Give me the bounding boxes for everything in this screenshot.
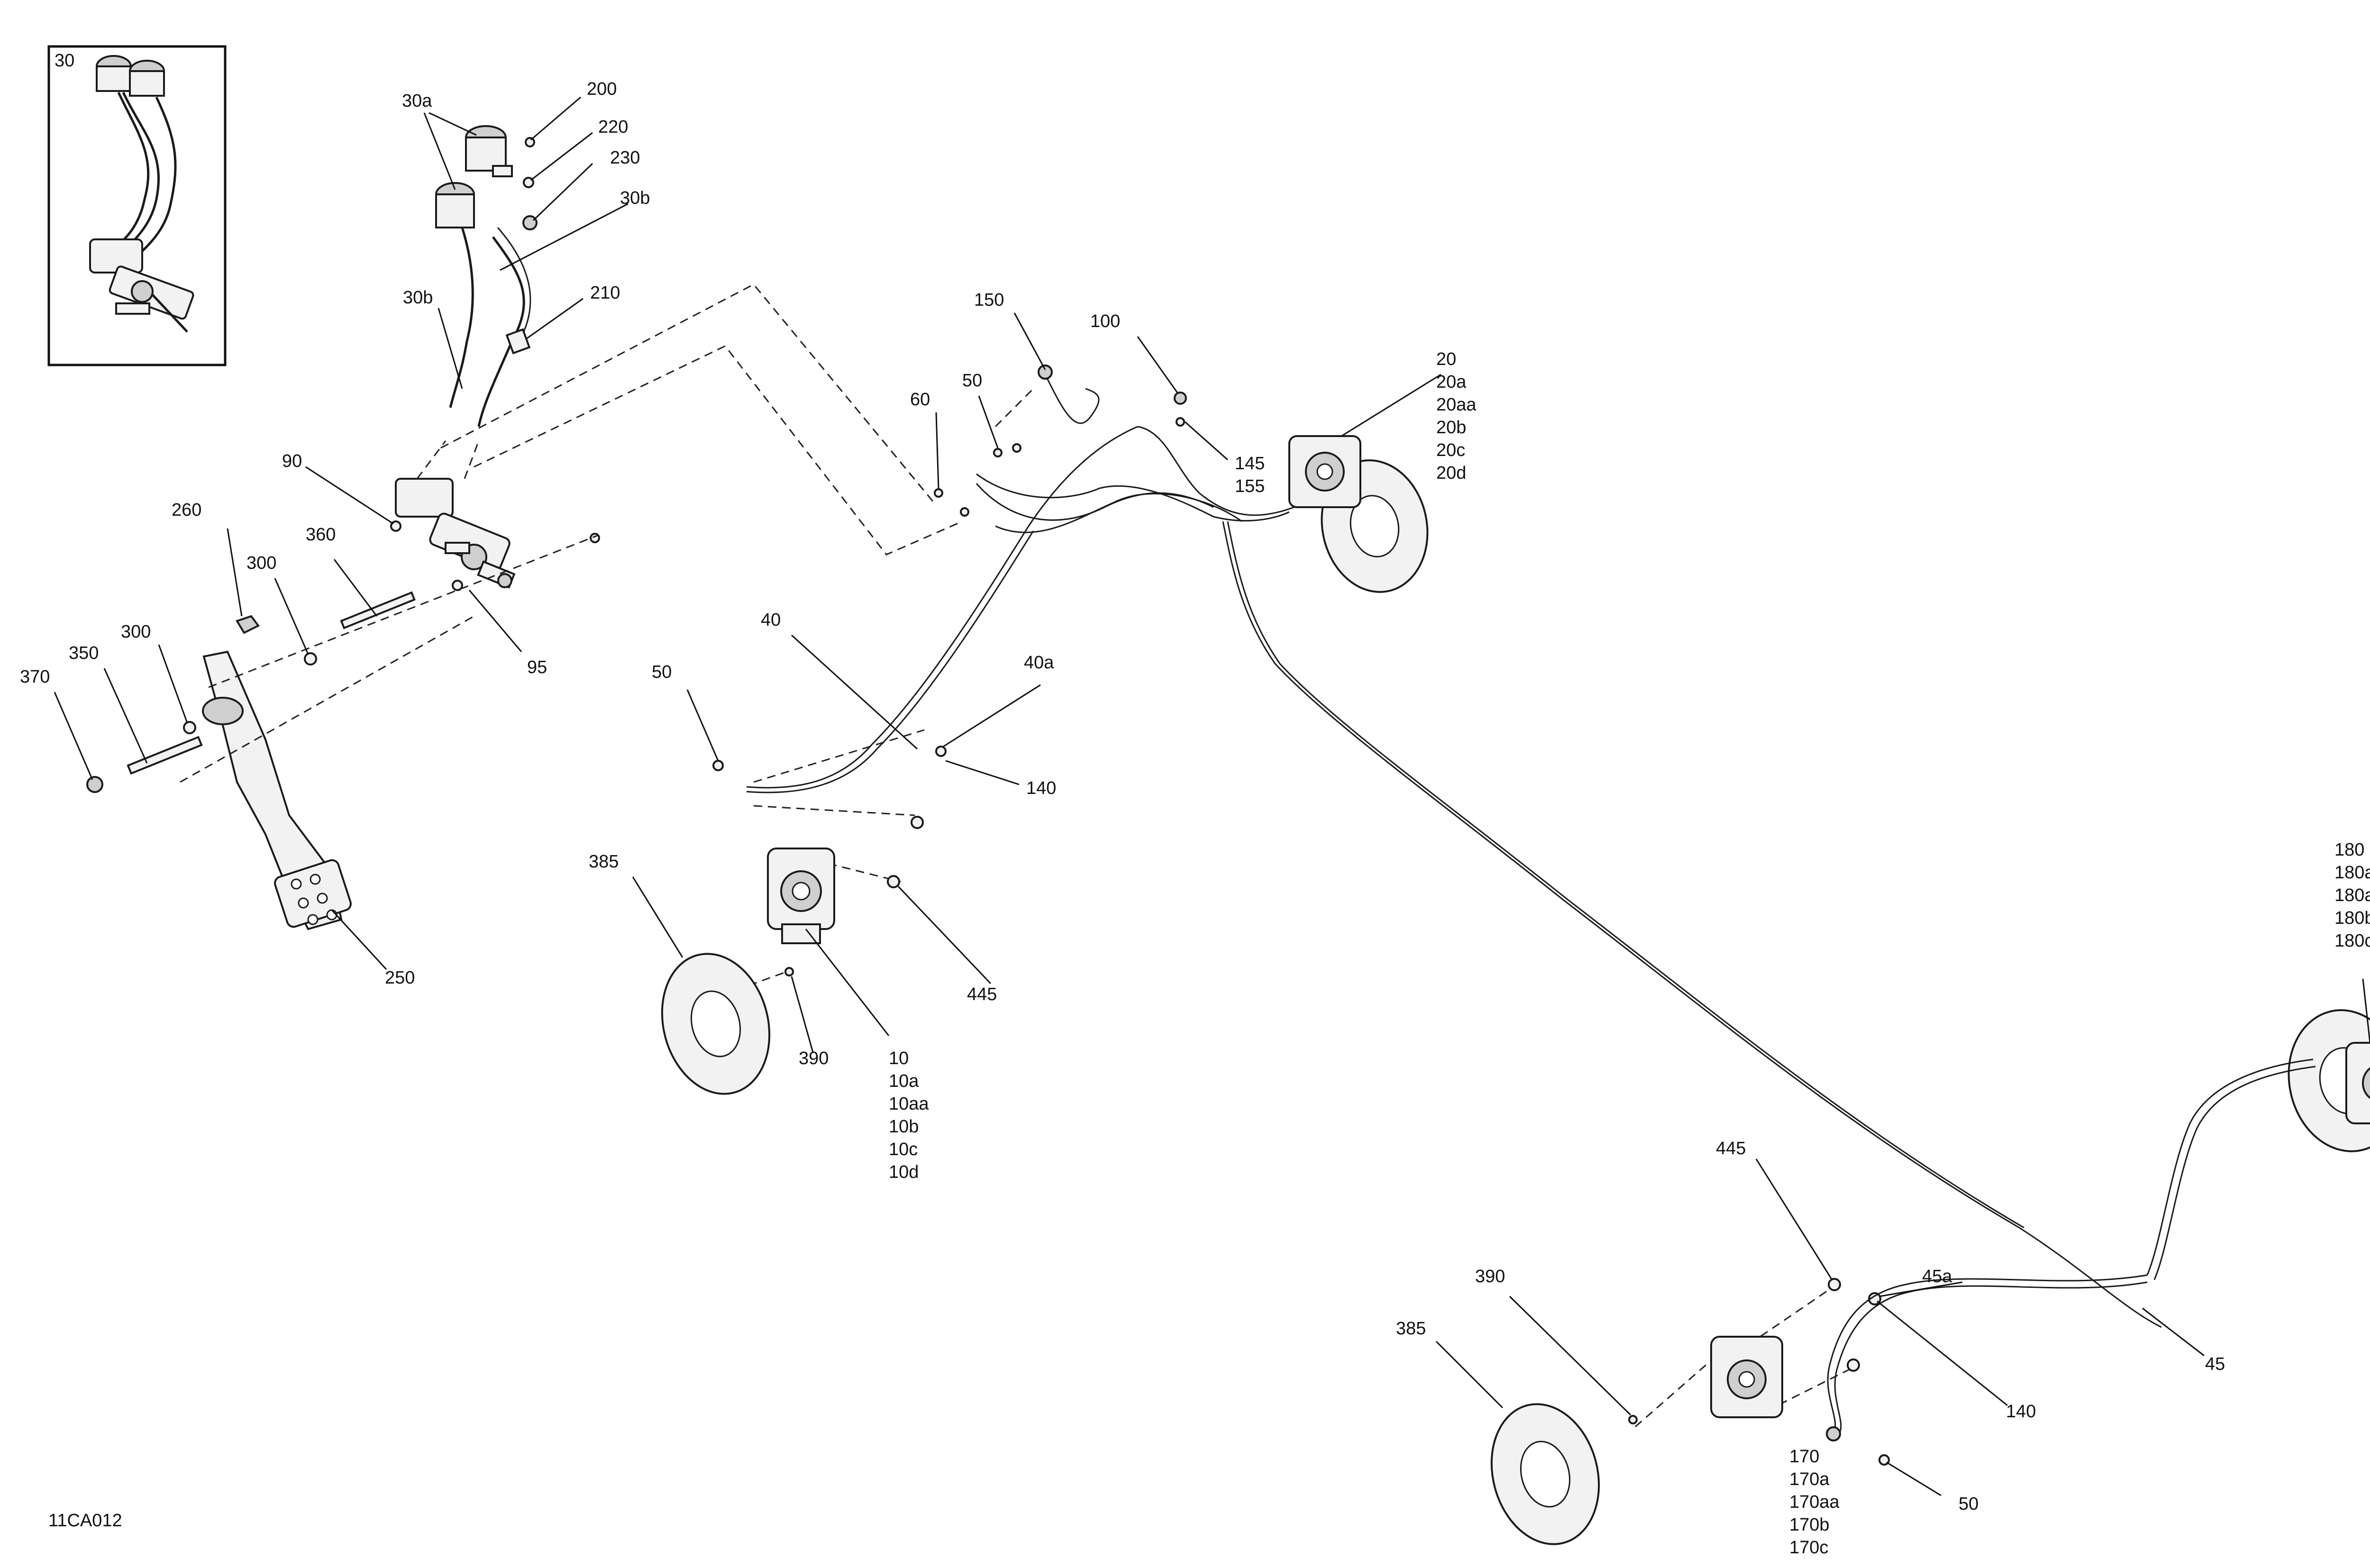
label-140: 140 xyxy=(1026,778,1056,798)
label-170a: 170a xyxy=(1789,1469,1830,1489)
screw-390-a xyxy=(784,967,794,976)
label-170c: 170c xyxy=(1789,1538,1828,1558)
label-445: 445 xyxy=(967,985,997,1004)
label-30b: 30b xyxy=(403,288,433,308)
washer-300-a xyxy=(304,652,317,665)
label-445: 445 xyxy=(1716,1139,1746,1158)
label-300: 300 xyxy=(121,622,151,642)
pin-360 xyxy=(340,591,416,629)
label-170aa: 170aa xyxy=(1789,1492,1840,1512)
rear-left-caliper-170 xyxy=(1710,1336,1783,1418)
label-350: 350 xyxy=(69,643,99,663)
label-40a: 40a xyxy=(1024,653,1054,673)
front-left-disc-385 xyxy=(661,953,771,1095)
label-360: 360 xyxy=(306,525,336,545)
label-10c: 10c xyxy=(889,1140,918,1159)
label-200: 200 xyxy=(587,79,617,99)
bolt-445-b xyxy=(1828,1278,1841,1291)
label-150: 150 xyxy=(974,290,1004,310)
label-180: 180 xyxy=(2334,840,2364,860)
master-cylinder xyxy=(395,478,516,589)
bolt-445-a xyxy=(887,875,900,888)
screw-200 xyxy=(525,137,535,147)
label-250: 250 xyxy=(385,968,415,988)
inset-master-cylinder-assembly xyxy=(47,45,227,366)
label-230: 230 xyxy=(610,148,640,168)
label-385: 385 xyxy=(589,852,619,872)
label-385: 385 xyxy=(1396,1319,1426,1339)
label-170b: 170b xyxy=(1789,1515,1830,1535)
label-10aa: 10aa xyxy=(889,1094,929,1114)
label-390: 390 xyxy=(1475,1267,1505,1286)
label-95: 95 xyxy=(527,657,547,677)
front-right-caliper-20 xyxy=(1288,435,1361,508)
label-45a: 45a xyxy=(1922,1267,1952,1286)
label-180aa: 180aa xyxy=(2334,885,2370,905)
brake-pedal-250 xyxy=(202,650,352,930)
label-10: 10 xyxy=(889,1048,909,1068)
label-390: 390 xyxy=(799,1048,829,1068)
label-50: 50 xyxy=(962,371,982,391)
sensor-150 xyxy=(1038,365,1053,380)
label-220: 220 xyxy=(598,117,628,137)
bolt-caliper-a xyxy=(911,816,924,829)
label-20b: 20b xyxy=(1436,418,1466,438)
rear-left-disc-385 xyxy=(1490,1403,1600,1545)
label-30b: 30b xyxy=(620,188,650,208)
label-300: 300 xyxy=(246,553,276,573)
label-170: 170 xyxy=(1789,1447,1819,1467)
spring-260 xyxy=(236,615,260,634)
label-20a: 20a xyxy=(1436,372,1467,392)
label-20c: 20c xyxy=(1436,440,1465,460)
bolt-50-a xyxy=(993,448,1003,457)
label-370: 370 xyxy=(20,667,50,687)
label-180a: 180a xyxy=(2334,863,2370,883)
label-180b: 180b xyxy=(2334,908,2370,928)
diagram-code: 11CA012 xyxy=(48,1511,122,1531)
washer-60-a xyxy=(934,488,943,498)
label-40: 40 xyxy=(761,610,781,630)
label-20: 20 xyxy=(1436,349,1456,369)
brake-lines xyxy=(746,379,2316,1441)
nut-370 xyxy=(86,776,103,793)
label-10a: 10a xyxy=(889,1071,919,1091)
label-260: 260 xyxy=(172,500,201,520)
label-10d: 10d xyxy=(889,1162,919,1182)
reservoir-30a xyxy=(435,125,513,228)
label-20d: 20d xyxy=(1436,463,1466,483)
bolt-50-b xyxy=(712,760,724,771)
label-145: 145 xyxy=(1235,454,1265,474)
part-labels: 30 30a 200 220 230 30b 30b 210 90 95 260… xyxy=(20,51,2370,1558)
label-60: 60 xyxy=(910,390,930,410)
washer-300-b xyxy=(183,721,196,734)
hose-30b-a xyxy=(449,227,474,408)
label-50: 50 xyxy=(1959,1494,1978,1514)
bracket-40a xyxy=(935,746,947,757)
label-10b: 10b xyxy=(889,1117,919,1137)
rear-right-caliper-180 xyxy=(2345,1042,2370,1124)
label-20aa: 20aa xyxy=(1436,395,1477,415)
label-45: 45 xyxy=(2205,1354,2225,1374)
assembly-dashed-lines xyxy=(180,283,1859,1428)
leader-lines xyxy=(54,96,2370,1496)
label-180c: 180c xyxy=(2334,931,2370,951)
label-50: 50 xyxy=(652,662,672,682)
screw-390-b xyxy=(1628,1415,1638,1424)
label-90: 90 xyxy=(282,451,302,471)
label-140: 140 xyxy=(2006,1402,2036,1422)
front-left-caliper-10 xyxy=(767,848,835,944)
label-155: 155 xyxy=(1235,476,1265,496)
fitting-100 xyxy=(1174,392,1187,405)
washer-60-b xyxy=(960,507,969,517)
label-30: 30 xyxy=(55,51,74,71)
label-100: 100 xyxy=(1090,311,1120,331)
nut-230 xyxy=(522,215,538,230)
label-30a: 30a xyxy=(402,91,432,111)
pin-350 xyxy=(127,736,203,775)
clamp-210 xyxy=(505,328,531,355)
label-210: 210 xyxy=(590,283,620,303)
